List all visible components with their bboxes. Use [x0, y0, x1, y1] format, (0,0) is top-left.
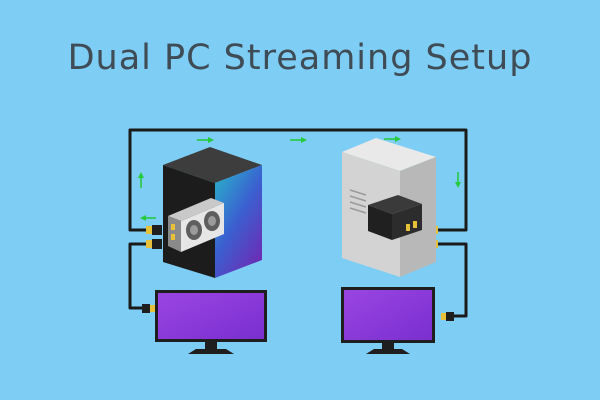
- vent-slots: [349, 189, 367, 214]
- monitor-icon: [341, 287, 435, 354]
- arrow-right-icon: [384, 136, 401, 142]
- connector-right-monitor: [441, 312, 454, 321]
- arrow-down-icon: [455, 172, 461, 188]
- cable-streaming-pc-to-right-monitor: [436, 242, 468, 318]
- arrow-right-icon: [290, 137, 307, 143]
- connector-gaming-pc-lower: [146, 239, 162, 249]
- flow-arrows: [138, 136, 461, 221]
- connector-left-monitor: [142, 304, 155, 313]
- gaming-pc-tower-with-gpu-icon: [163, 147, 262, 278]
- arrow-left-icon: [140, 215, 156, 221]
- arrow-right-icon: [197, 137, 214, 143]
- widescreen-monitor-icon: [155, 290, 267, 354]
- graphics-card: [168, 198, 224, 252]
- cable-gaming-pc-to-left-monitor: [128, 242, 152, 310]
- arrow-up-icon: [138, 172, 144, 188]
- capture-card: [368, 195, 422, 240]
- cables: [128, 128, 468, 318]
- connector-gaming-pc-upper: [146, 225, 162, 235]
- streaming-pc-with-capture-card-icon: [342, 138, 436, 277]
- diagram-title: Dual PC Streaming Setup: [67, 38, 533, 78]
- cable-gpu-to-capture: [128, 128, 468, 232]
